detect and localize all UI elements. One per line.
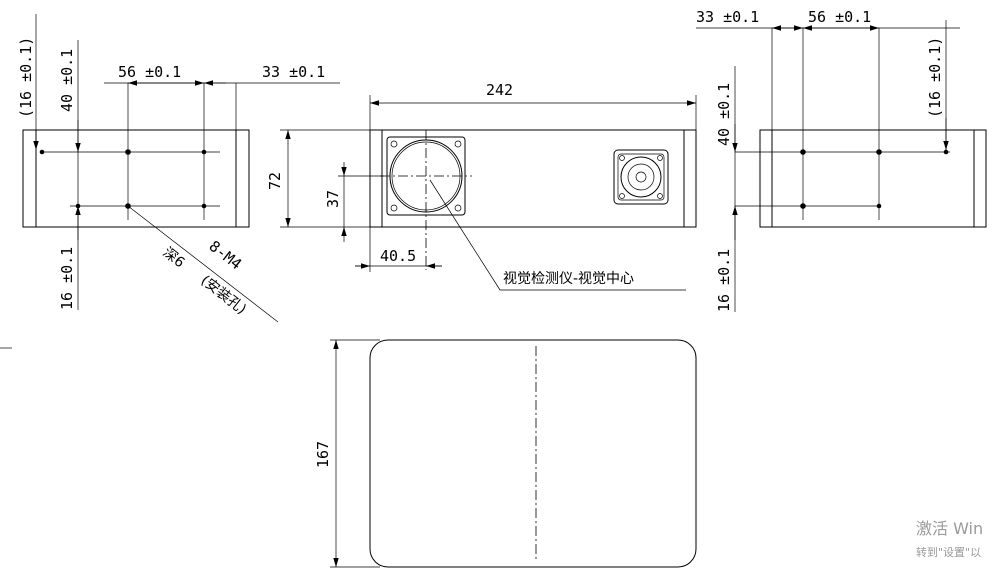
left-dim-33: 33 ±0.1 — [262, 63, 325, 81]
bottom-dim-167: 167 — [314, 441, 332, 468]
right-view: 33 ±0.1 56 ±0.1 (16 ±0.1) 40 ±0.1 16 ±0.… — [696, 8, 987, 312]
front-dim-37: 37 — [324, 190, 342, 208]
right-dim-16-bottom: 16 ±0.1 — [715, 249, 733, 312]
left-dim-16-top: (16 ±0.1) — [17, 37, 35, 118]
front-dim-40-5: 40.5 — [380, 247, 416, 265]
right-dim-56: 56 ±0.1 — [808, 8, 871, 26]
bottom-view: 167 — [314, 339, 697, 568]
left-dim-16-bottom: 16 ±0.1 — [58, 247, 76, 310]
front-view-body — [369, 129, 697, 228]
front-view: 242 72 37 40.5 视觉检测仪-视觉中心 — [266, 81, 697, 291]
front-dim-242: 242 — [486, 81, 513, 99]
right-dim-33: 33 ±0.1 — [696, 8, 759, 26]
left-dim-56: 56 ±0.1 — [118, 63, 181, 81]
front-dim-72: 72 — [266, 172, 284, 190]
left-view: (16 ±0.1) 40 ±0.1 16 ±0.1 56 ±0.1 33 ±0.… — [17, 14, 340, 323]
bottom-view-body — [369, 339, 697, 568]
right-dim-16-top: (16 ±0.1) — [926, 37, 944, 118]
left-view-body — [22, 129, 250, 228]
right-view-body — [759, 129, 987, 228]
watermark-line2: 转到"设置"以 — [916, 545, 981, 559]
right-dim-40: 40 ±0.1 — [715, 83, 733, 146]
label-vision-center: 视觉检测仪-视觉中心 — [503, 271, 634, 287]
watermark-line1: 激活 Win — [916, 519, 983, 538]
left-dim-40: 40 ±0.1 — [58, 49, 76, 112]
note-thread: 8-M4 — [206, 237, 246, 273]
